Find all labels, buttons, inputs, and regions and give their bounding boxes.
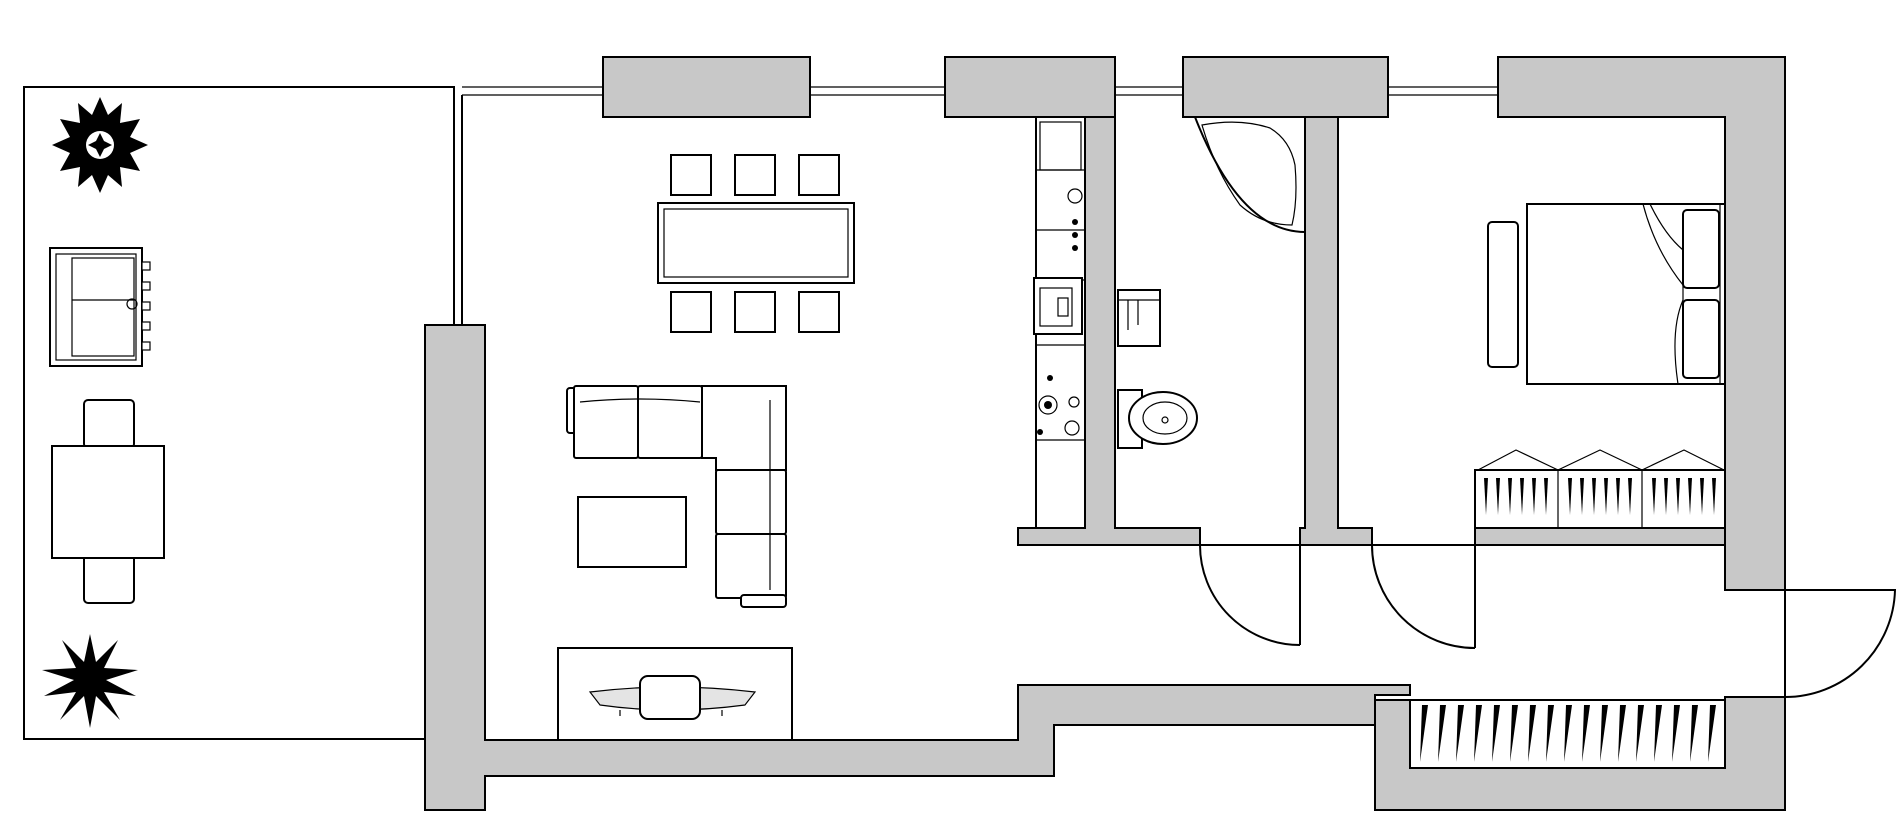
door-icon (1199, 544, 1301, 646)
sink-icon (1033, 277, 1083, 335)
walls (424, 56, 1786, 811)
washbasin-icon (1117, 289, 1161, 347)
wall-bedroom-bottom (1474, 527, 1726, 546)
coffee-table-icon (577, 496, 687, 568)
bed-icon (1487, 203, 1726, 385)
stove-icon (1037, 375, 1080, 436)
sofa-icon (566, 385, 787, 608)
shower-icon (1193, 116, 1306, 234)
dining-table-icon (657, 154, 855, 333)
stove-icon (1067, 188, 1083, 251)
wall-top-pier (944, 56, 1116, 118)
wall-right (1497, 56, 1786, 591)
door-icon (1371, 544, 1476, 649)
toilet-icon (1117, 389, 1198, 449)
wall-top-pier (1182, 56, 1389, 118)
wall-partition-bath (1299, 116, 1373, 546)
plant-icon (52, 97, 148, 193)
plant-icon (42, 634, 138, 728)
tv-stand-icon (557, 647, 793, 741)
wardrobe-icon (1409, 699, 1726, 769)
window-icon (462, 86, 1498, 96)
wardrobe-icon (1474, 449, 1726, 529)
dining-table-icon (51, 399, 165, 604)
door-icon (1784, 589, 1897, 698)
wall-top-pier (602, 56, 811, 118)
grill-icon (49, 247, 151, 367)
